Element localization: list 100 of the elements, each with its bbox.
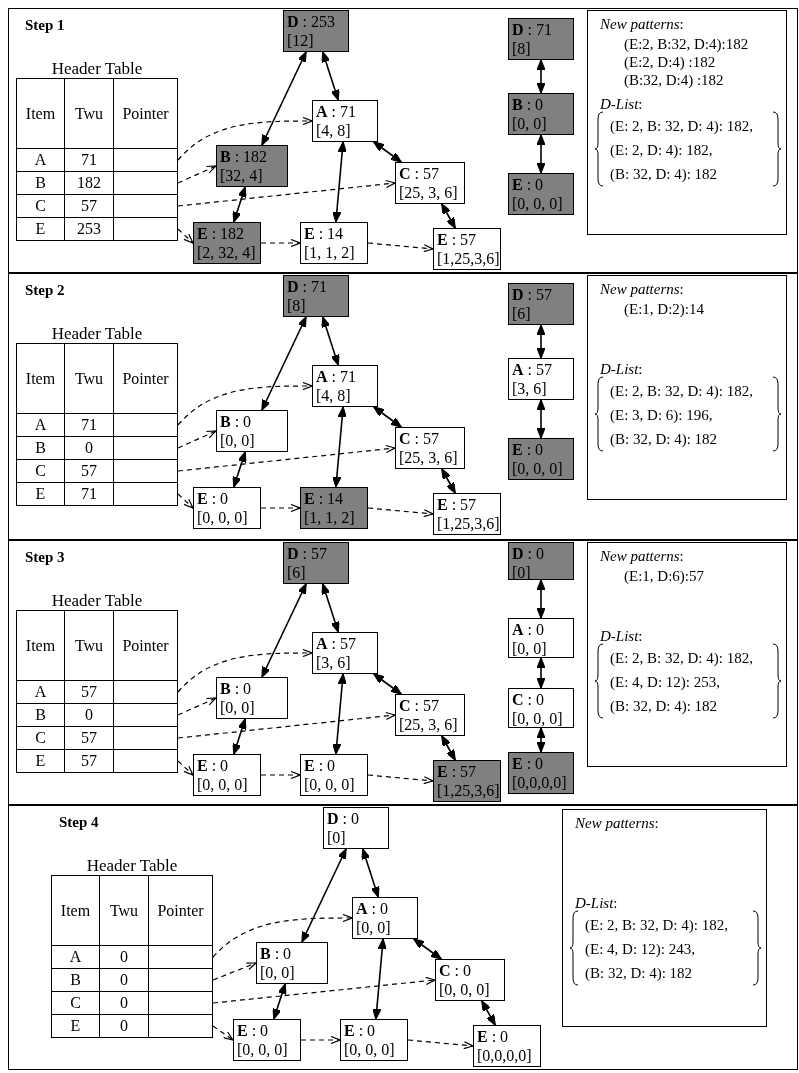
tree-node [193,754,261,796]
double-headed-arrow [480,1000,497,1026]
item-label: E : 0 [344,1021,376,1040]
double-headed-arrow [440,203,457,229]
pattern-list-box [587,275,787,500]
tree-node [508,542,574,580]
double-headed-arrow [361,848,380,898]
utility-list: [6] [512,304,531,323]
utility-list: [1, 1, 2] [304,243,355,262]
table-cell: E [16,217,65,241]
utility-list: [12] [287,31,314,50]
item-label: B : 0 [260,944,292,963]
item-label: A : 0 [356,899,388,918]
utility-list: [0, 0, 0] [439,980,490,999]
dashed-arrow [177,116,313,161]
double-headed-arrow [261,316,307,411]
section-heading: New patterns: [575,814,659,832]
header-table [51,857,213,1037]
double-headed-arrow [232,186,247,223]
item-label: C : 0 [439,961,471,980]
double-headed-arrow [373,141,402,163]
utility-list: [0, 0] [220,698,255,717]
tree-node [508,358,574,400]
column-header: Pointer [113,78,178,149]
tree-node [508,283,574,325]
list-entry: (B: 32, D: 4): 182 [610,697,718,715]
tree-node [508,438,574,480]
item-label: D : 57 [512,285,552,304]
list-entry: (E: 2, B: 32, D: 4): 182, [610,382,753,400]
utility-list: [0, 0] [220,431,255,450]
dashed-arrow [260,503,301,513]
step-panel [8,8,798,273]
double-headed-arrow [321,51,340,101]
tree-node [435,959,505,1001]
tree-node [508,752,574,794]
item-label: E : 57 [437,762,477,781]
utility-list: [25, 3, 6] [399,448,458,467]
item-label: B : 0 [220,679,252,698]
utility-list: [4, 8] [316,121,351,140]
utility-list: [1, 1, 2] [304,508,355,527]
item-label: E : 14 [304,489,344,508]
double-headed-arrow [301,848,347,943]
item-label: D : 0 [327,809,359,828]
item-label: B : 0 [220,412,252,431]
table-cell: E [51,1014,100,1038]
utility-list: [0,0,0,0] [512,773,567,792]
tree-node [283,275,349,317]
tree-node [283,10,349,52]
double-headed-arrow [440,468,457,494]
item-label: D : 0 [512,544,544,563]
tree-node [395,694,465,736]
utility-list: [32, 4] [220,166,263,185]
dashed-arrow [212,962,257,981]
column-header: Pointer [113,610,178,681]
pointer-cell [148,1014,213,1038]
tree-node [216,677,288,719]
step-label: Step 2 [25,282,65,299]
column-header: Item [16,78,65,149]
utility-list: [3, 6] [316,653,351,672]
utility-list: [1,25,3,6] [437,781,500,800]
tree-node [256,942,328,984]
list-entry: (E: 2, D: 4): 182, [610,141,713,159]
section-heading: New patterns: [600,547,684,565]
tree-node [340,1019,408,1061]
dashed-arrow [260,238,301,248]
utility-list: [4, 8] [316,386,351,405]
table-title: Header Table [51,592,143,610]
tree-node [216,410,288,452]
table-cell: E [16,482,65,506]
step-label: Step 1 [25,17,65,34]
utility-list: [1,25,3,6] [437,514,500,533]
list-entry: (E: 2, B: 32, D: 4): 182, [585,916,728,934]
double-headed-arrow [373,406,402,428]
pattern-entry: (E:2, D:4) :182 [624,53,716,71]
utility-list: [8] [512,39,531,58]
utility-list: [0, 0, 0] [197,508,248,527]
item-label: D : 57 [287,544,327,563]
step-panel [8,805,798,1070]
utility-list: [1,25,3,6] [437,249,500,268]
tree-node [193,487,261,529]
dashed-arrow [177,760,194,776]
column-header: Pointer [113,343,178,414]
double-headed-arrow [373,673,402,695]
double-headed-arrow [321,583,340,633]
dashed-arrow [212,1025,234,1041]
item-label: E : 0 [197,489,229,508]
pattern-entry: (E:2, B:32, D:4):182 [624,35,749,53]
utility-list: [0, 0] [260,963,295,982]
item-label: C : 57 [399,429,439,448]
dashed-arrow [367,774,434,785]
column-header: Pointer [148,875,213,946]
item-label: D : 71 [512,20,552,39]
utility-list: [0, 0] [512,114,547,133]
item-label: E : 0 [237,1021,269,1040]
dashed-arrow [212,913,353,958]
table-cell: E [16,749,65,773]
dashed-arrow [177,381,313,426]
tree-node [283,542,349,584]
tree-node [508,18,574,60]
section-heading: New patterns: [600,15,684,33]
